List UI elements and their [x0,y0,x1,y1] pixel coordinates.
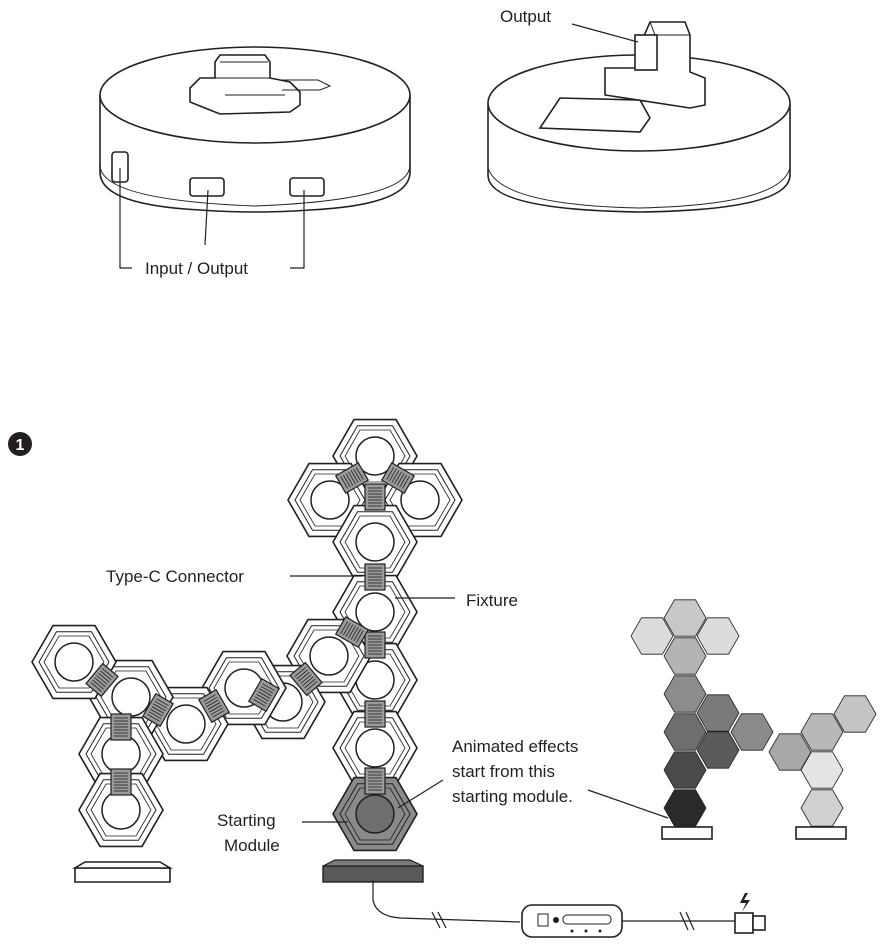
base-left-illustration [99,46,411,213]
preview-hex [663,713,707,751]
type-c-connector [289,661,323,697]
base-plates [72,859,424,883]
effects-label-line3: starting module. [452,787,573,806]
type-c-connector [364,631,386,659]
preview-hex [663,599,707,637]
starting-module-label-line1: Starting [217,811,276,830]
type-c-connector-label: Type-C Connector [106,567,244,586]
preview-hex [833,695,877,733]
output-label: Output [500,7,551,26]
preview-hex [630,617,674,655]
type-c-connector [110,768,132,796]
type-c-connector [364,767,386,795]
effects-label-line1: Animated effects [452,737,578,756]
power-icon [740,893,750,912]
preview-hex [696,617,740,655]
base-right-illustration [487,21,791,213]
effect-preview-panel [630,599,877,827]
fixture-label: Fixture [466,591,518,610]
preview-bases [661,826,847,840]
preview-hex [730,713,774,751]
step-marker: 1 [8,432,32,456]
effects-callout: Animated effects start from this startin… [397,737,669,819]
usb-cable-with-controller [372,880,766,938]
type-c-connector [110,713,132,741]
preview-hex [663,751,707,789]
effects-label-line2: start from this [452,762,555,781]
preview-hex [663,637,707,675]
type-c-connector [85,662,119,698]
type-c-connector [334,462,370,494]
fixture-callout: Fixture [395,591,518,610]
type-c-connector [248,677,280,713]
type-c-connector [364,483,386,511]
type-c-connector-callout: Type-C Connector [106,567,362,586]
type-c-connector [198,688,230,724]
hex-module [78,716,164,792]
type-c-connector [142,692,174,728]
type-c-connector [380,462,416,494]
preview-hex [696,694,740,732]
input-output-callout: Input / Output [119,168,305,278]
starting-module-label-line2: Module [224,836,280,855]
hex-module-assembly [31,418,463,852]
preview-hex [768,733,812,771]
output-callout: Output [500,7,639,43]
starting-module [332,776,418,852]
type-c-connector [364,563,386,591]
type-c-connector [334,616,370,648]
preview-hex [800,751,844,789]
preview-hex [663,675,707,713]
hex-module [332,504,418,580]
step-number: 1 [16,437,25,454]
preview-starting-hex [663,789,707,827]
type-c-connector [364,700,386,728]
preview-hex [800,789,844,827]
preview-hex [696,731,740,769]
starting-module-callout: Starting Module [217,811,348,855]
input-output-label: Input / Output [145,259,248,278]
preview-hex [800,713,844,751]
hex-module [78,772,164,848]
